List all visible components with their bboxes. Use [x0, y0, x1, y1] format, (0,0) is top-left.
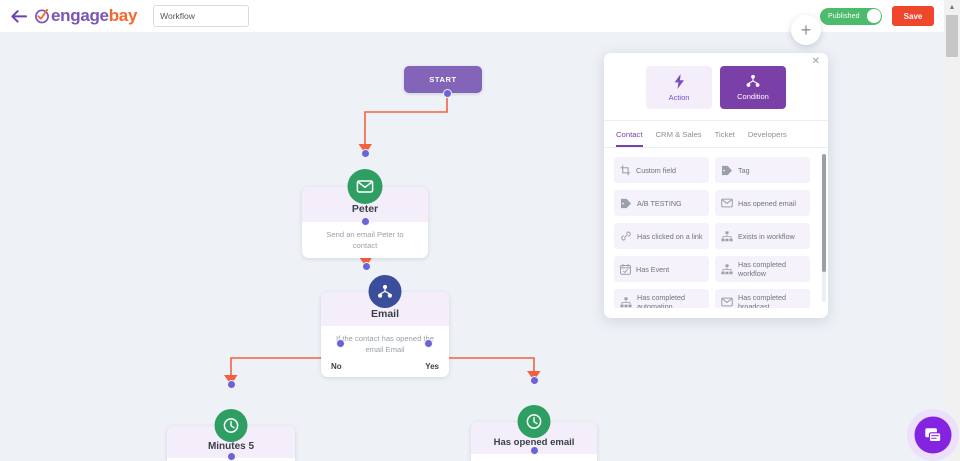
- port-email-out-no[interactable]: [336, 339, 345, 348]
- node-has-opened-email[interactable]: Has opened email Wait until condition ma…: [471, 405, 597, 461]
- condition-item-label: Has completed workflow: [738, 260, 786, 278]
- panel-tabs: Contact CRM & Sales Ticket Developers: [604, 121, 828, 148]
- header-actions: Published Save: [820, 6, 944, 26]
- branch-label-yes[interactable]: Yes: [425, 362, 439, 371]
- condition-item-custom-field[interactable]: Custom field: [614, 157, 709, 183]
- port-hoe-out[interactable]: [530, 446, 539, 455]
- condition-item-has-opened-email[interactable]: Has opened email: [715, 190, 810, 216]
- workflow-icon: [721, 230, 733, 242]
- clock-icon: [517, 405, 551, 438]
- clock-icon: [214, 409, 248, 442]
- panel-mode-action[interactable]: Action: [646, 66, 712, 109]
- tab-developers[interactable]: Developers: [747, 130, 787, 139]
- port-start-out[interactable]: [443, 89, 452, 98]
- branch-label-no[interactable]: No: [331, 362, 342, 371]
- condition-item-label: Exists in workflow: [738, 231, 795, 241]
- panel-scrollbar-thumb[interactable]: [822, 154, 826, 272]
- toggle-knob: [866, 9, 881, 23]
- panel-mode-toggle: Action Condition: [604, 53, 828, 120]
- port-email-in[interactable]: [362, 262, 371, 271]
- port-hoe-in[interactable]: [530, 376, 539, 385]
- chat-widget-button[interactable]: [914, 416, 952, 454]
- condition-item-tag[interactable]: Tag: [715, 157, 810, 183]
- node-email-condition[interactable]: Email If the contact has opened the emai…: [321, 275, 449, 377]
- custom-field-icon: [620, 164, 631, 176]
- scrollbar-thumb[interactable]: [946, 15, 958, 57]
- panel-scrollbar[interactable]: [822, 154, 826, 302]
- condition-item-label: Custom field: [636, 165, 676, 175]
- opened-email-icon: [721, 198, 733, 208]
- panel-mode-condition-label: Condition: [737, 92, 769, 101]
- back-arrow-icon[interactable]: [6, 9, 32, 23]
- brand-text-engage: engage: [51, 6, 109, 25]
- condition-item-ab-testing[interactable]: A/B TESTING: [614, 190, 709, 216]
- plus-icon: +: [800, 19, 812, 40]
- tag-icon: [620, 198, 632, 209]
- condition-list-wrap: Custom field Tag: [604, 148, 828, 308]
- port-peter-out[interactable]: [361, 217, 370, 226]
- page-scrollbar[interactable]: ▲: [944, 0, 960, 461]
- node-hoe-description: Wait until condition matches: [471, 454, 597, 461]
- tab-contact[interactable]: Contact: [616, 130, 643, 147]
- condition-item-label: Has Event: [636, 264, 670, 274]
- brand-text-bay: bay: [108, 6, 138, 25]
- envelope-icon: [347, 169, 383, 204]
- panel-mode-condition[interactable]: Condition: [720, 66, 786, 109]
- node-peter-description: Send an email Peter to contact: [302, 222, 428, 258]
- save-button[interactable]: Save: [892, 6, 934, 26]
- add-node-button[interactable]: +: [791, 15, 821, 45]
- port-email-out-yes[interactable]: [424, 339, 433, 348]
- condition-list: Custom field Tag: [614, 157, 818, 308]
- port-peter-in[interactable]: [361, 149, 370, 158]
- calendar-icon: [620, 263, 631, 275]
- condition-item-label: A/B TESTING: [637, 198, 682, 208]
- panel-divider: [604, 120, 828, 121]
- tab-crm-sales[interactable]: CRM & Sales: [655, 130, 702, 139]
- lightning-bolt-icon: [674, 73, 684, 89]
- node-peter[interactable]: Peter Send an email Peter to contact: [302, 169, 428, 258]
- node-start-label: START: [429, 75, 457, 84]
- condition-item-exists-in-workflow[interactable]: Exists in workflow: [715, 223, 810, 249]
- tag-icon: [721, 165, 733, 176]
- link-icon: [620, 230, 632, 242]
- condition-branch-icon: [746, 74, 760, 87]
- workflow-icon: [721, 263, 733, 275]
- node-picker-panel: ✕ Action Condition Contact CRM: [604, 53, 828, 318]
- port-minutes-in[interactable]: [227, 380, 236, 389]
- publish-toggle[interactable]: Published: [820, 7, 882, 25]
- condition-item-label: Tag: [738, 165, 750, 175]
- workflow-icon: [620, 296, 632, 308]
- condition-item-label: Has opened email: [738, 198, 796, 208]
- chat-bubble-icon: [925, 427, 942, 442]
- condition-branch-icon: [368, 275, 402, 308]
- scroll-up-arrow-icon[interactable]: ▲: [944, 0, 960, 14]
- condition-item-label: Has clicked on a link: [637, 231, 703, 241]
- condition-item-has-completed-broadcast[interactable]: Has completed broadcast: [715, 289, 810, 308]
- condition-item-has-clicked-link[interactable]: Has clicked on a link: [614, 223, 709, 249]
- workflow-name-input[interactable]: [153, 5, 250, 27]
- close-icon[interactable]: ✕: [811, 56, 820, 67]
- node-email-branches: No Yes: [321, 359, 449, 377]
- check-circle-icon: [35, 8, 49, 24]
- opened-email-icon: [721, 297, 733, 307]
- condition-item-label: Has completed broadcast: [738, 293, 786, 308]
- condition-item-has-completed-workflow[interactable]: Has completed workflow: [715, 256, 810, 282]
- condition-item-has-event[interactable]: Has Event: [614, 256, 709, 282]
- panel-mode-action-label: Action: [668, 92, 690, 102]
- node-start[interactable]: START: [404, 66, 482, 93]
- publish-toggle-label: Published: [828, 12, 860, 20]
- condition-item-has-completed-automation[interactable]: Has completed automation: [614, 289, 709, 308]
- condition-item-label: Has completed automation: [637, 293, 685, 308]
- tab-ticket[interactable]: Ticket: [714, 130, 735, 139]
- port-minutes-out[interactable]: [227, 452, 236, 461]
